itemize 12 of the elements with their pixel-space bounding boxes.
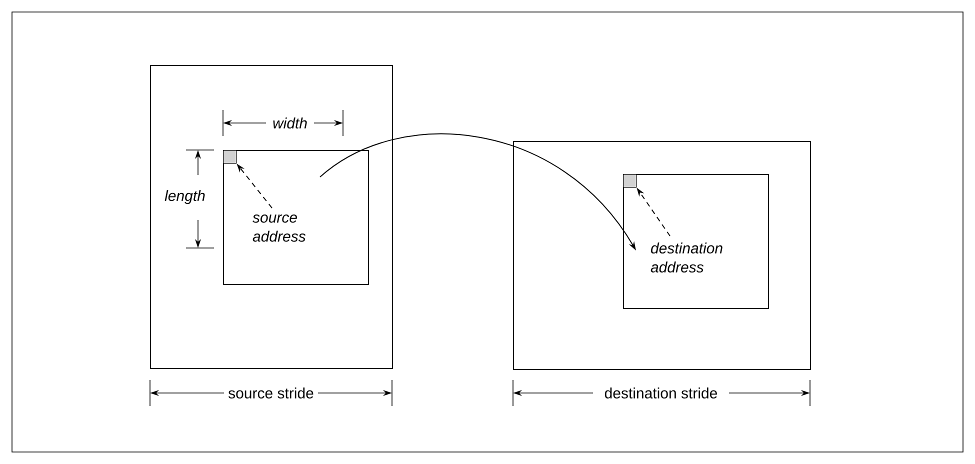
dimension-label: length [164,190,205,204]
memory-region-box [513,141,811,370]
address-label: destination address [650,242,722,273]
block-box [623,174,769,309]
pixel-square [223,150,237,164]
dimension-label: width [273,118,307,129]
memory-region-box [150,65,393,369]
pixel-square [623,174,637,188]
address-label: source address [252,214,306,242]
dimension-label: destination stride [604,388,717,398]
dimension-label: source stride [228,388,314,398]
block-box [223,150,369,285]
